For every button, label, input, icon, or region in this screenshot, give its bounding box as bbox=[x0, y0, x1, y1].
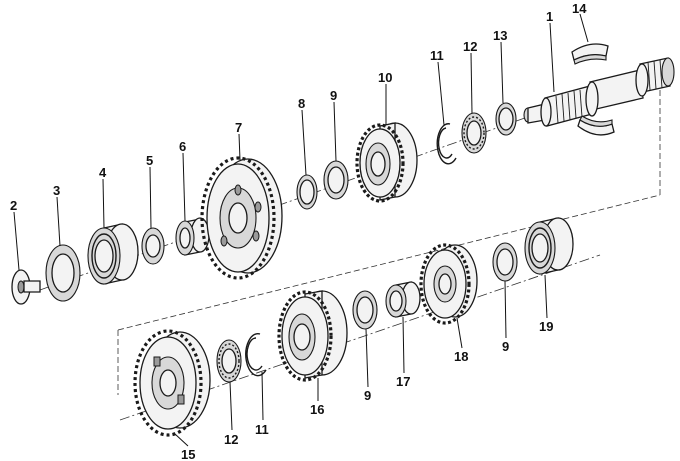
part-12-needle-cage-upper bbox=[461, 112, 487, 154]
callout-5: 5 bbox=[146, 153, 153, 168]
part-13-ring bbox=[495, 102, 517, 136]
part-11-snap-ring-lower bbox=[245, 332, 267, 377]
callout-9-lower-left: 9 bbox=[364, 388, 371, 403]
callout-16: 16 bbox=[310, 402, 324, 417]
callout-3: 3 bbox=[53, 183, 60, 198]
part-17-bushing bbox=[385, 281, 421, 318]
part-16-gear-hub bbox=[277, 290, 348, 382]
part-9-ring-lower-right bbox=[492, 242, 518, 282]
part-12-needle-cage-lower bbox=[216, 339, 242, 383]
callout-7: 7 bbox=[235, 120, 242, 135]
callout-11-upper: 11 bbox=[430, 48, 444, 63]
part-11-snap-ring-upper bbox=[436, 123, 457, 165]
callout-11-lower: 11 bbox=[255, 422, 269, 437]
part-2-end-cap bbox=[11, 269, 41, 305]
callout-12-upper: 12 bbox=[463, 39, 477, 54]
part-3-washer bbox=[45, 244, 81, 302]
part-9-ring-lower-left bbox=[352, 290, 378, 330]
callout-12-lower: 12 bbox=[224, 432, 238, 447]
part-9-ring-upper bbox=[323, 160, 349, 200]
part-4-bearing bbox=[87, 223, 139, 285]
callout-17: 17 bbox=[396, 374, 410, 389]
callout-18: 18 bbox=[454, 349, 468, 364]
part-5-spacer bbox=[141, 227, 165, 265]
callout-14: 14 bbox=[572, 1, 587, 16]
part-10-gear-hub bbox=[355, 122, 418, 203]
callout-19: 19 bbox=[539, 319, 553, 334]
part-14-split-bearing bbox=[571, 43, 615, 136]
part-8-ring bbox=[296, 174, 318, 210]
callout-8: 8 bbox=[298, 96, 305, 111]
leader-lines bbox=[13, 13, 589, 447]
callout-labels: 1 2 3 4 5 6 7 8 9 10 11 12 13 14 15 12 1… bbox=[10, 1, 587, 461]
part-18-gear bbox=[419, 243, 478, 325]
part-15-gear bbox=[133, 329, 211, 437]
part-7-gear bbox=[200, 156, 283, 280]
callout-6: 6 bbox=[179, 139, 186, 154]
callout-13: 13 bbox=[493, 28, 507, 43]
callout-9-upper: 9 bbox=[330, 88, 337, 103]
callout-10: 10 bbox=[378, 70, 392, 85]
callout-15: 15 bbox=[181, 447, 195, 461]
callout-4: 4 bbox=[99, 165, 107, 180]
callout-1: 1 bbox=[546, 9, 553, 24]
callout-9-lower-right: 9 bbox=[502, 339, 509, 354]
part-1-main-shaft bbox=[523, 57, 675, 127]
part-19-bearing bbox=[524, 217, 574, 275]
callout-2: 2 bbox=[10, 198, 17, 213]
